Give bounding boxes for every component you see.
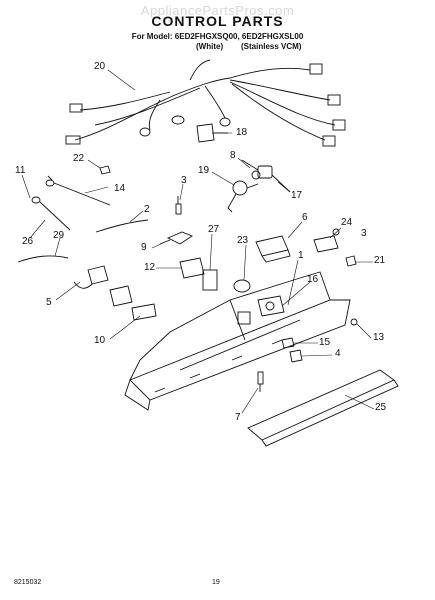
callout-4: 4	[335, 348, 341, 359]
callout-12: 12	[144, 262, 156, 273]
part-light-socket	[227, 180, 259, 213]
callout-23: 23	[237, 235, 249, 246]
callout-2: 2	[144, 204, 150, 215]
callout-15: 15	[319, 337, 331, 348]
callout-8: 8	[230, 150, 236, 161]
callout-10: 10	[94, 335, 106, 346]
callout-13: 13	[373, 332, 385, 343]
callout-22: 22	[73, 153, 85, 164]
model-line: For Model: 6ED2FHGXSQ00, 6ED2FHGXSL00	[131, 32, 304, 41]
watermark: AppliancePartsPros.com	[140, 3, 295, 18]
callout-3-right: 3	[361, 228, 367, 239]
callout-24: 24	[341, 217, 353, 228]
callout-3-upper: 3	[181, 175, 187, 186]
callout-9: 9	[141, 242, 147, 253]
callout-25: 25	[375, 402, 387, 413]
callout-11: 11	[15, 165, 26, 176]
part-label-plate	[131, 303, 157, 321]
diagram-title: CONTROL PARTS	[151, 13, 284, 29]
part-bolt	[350, 318, 358, 326]
callout-1: 1	[298, 250, 304, 261]
part-small-hardware	[17, 196, 182, 263]
callout-18: 18	[236, 127, 248, 138]
wire-harness	[65, 59, 346, 147]
callout-26: 26	[22, 236, 34, 247]
part-control-modules	[73, 257, 205, 307]
part-fasteners	[281, 337, 303, 363]
callout-21: 21	[374, 255, 386, 266]
callout-17: 17	[291, 190, 303, 201]
part-control-housing	[124, 271, 351, 411]
part-insulation-pad	[202, 269, 218, 291]
callout-19: 19	[198, 165, 210, 176]
document-number: 8215032	[14, 579, 42, 586]
part-right-controls	[313, 228, 357, 267]
callout-6: 6	[302, 212, 308, 223]
callout-20: 20	[94, 61, 106, 72]
part-trim-strip	[247, 369, 399, 447]
callout-16: 16	[307, 274, 319, 285]
callout-29: 29	[53, 230, 65, 241]
page-number: 19	[212, 579, 220, 586]
callout-5: 5	[46, 297, 52, 308]
part-control-board	[255, 235, 291, 263]
part-knob	[233, 279, 251, 293]
variant-white: (White)	[196, 42, 224, 51]
part-screw	[257, 371, 264, 392]
callout-leaders	[21, 69, 375, 414]
callout-14: 14	[114, 183, 126, 194]
callout-27: 27	[208, 224, 220, 235]
part-sensor-group	[31, 165, 111, 231]
variant-stainless: (Stainless VCM)	[241, 42, 302, 51]
callout-7: 7	[235, 412, 241, 423]
